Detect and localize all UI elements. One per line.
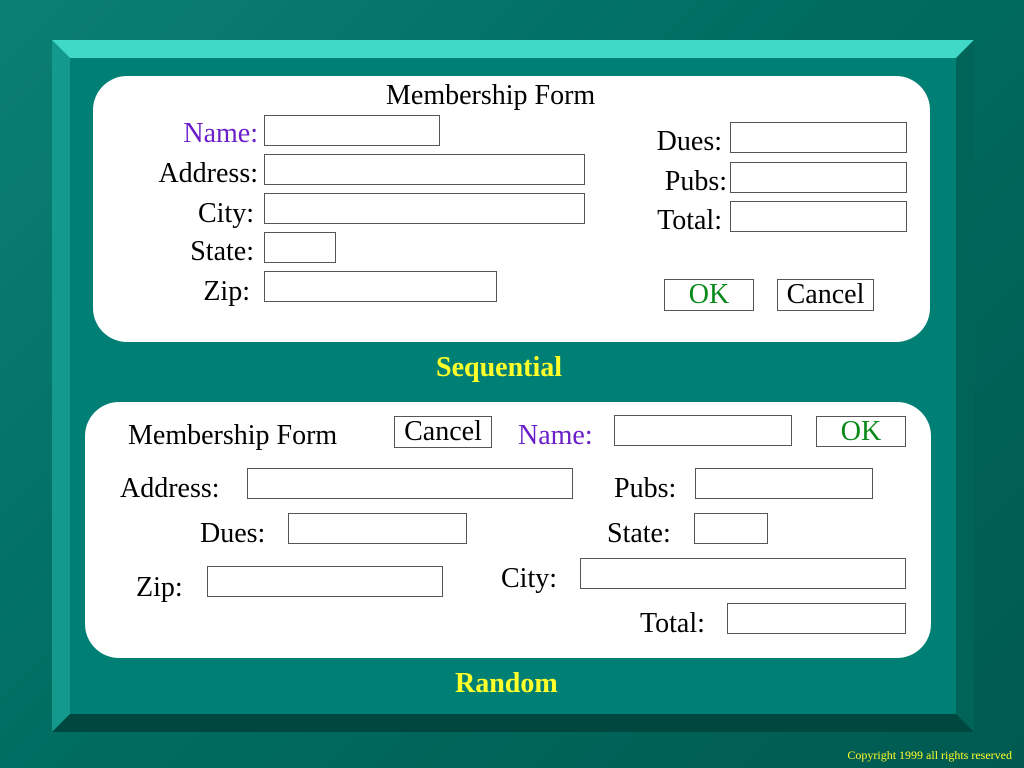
frame-bevel-bottom (52, 714, 974, 732)
sequential-address-label: Address: (158, 158, 258, 189)
sequential-city-input[interactable] (264, 193, 585, 224)
random-dues-label: Dues: (200, 518, 266, 549)
random-total-label: Total: (640, 608, 705, 639)
sequential-name-input[interactable] (264, 115, 440, 146)
frame-bevel-right (956, 40, 974, 732)
sequential-dues-label: Dues: (656, 126, 722, 157)
sequential-pubs-input[interactable] (730, 162, 907, 193)
random-pubs-label: Pubs: (614, 473, 677, 504)
random-zip-input[interactable] (207, 566, 443, 597)
frame-bevel-left (52, 40, 70, 732)
copyright-notice: Copyright 1999 all rights reserved (847, 748, 1012, 762)
random-name-input[interactable] (614, 415, 792, 446)
random-form-title: Membership Form (128, 420, 338, 451)
random-city-input[interactable] (580, 558, 906, 589)
random-state-input[interactable] (694, 513, 768, 544)
sequential-zip-input[interactable] (264, 271, 497, 302)
sequential-pubs-label: Pubs: (664, 166, 727, 197)
sequential-state-input[interactable] (264, 232, 336, 263)
random-state-label: State: (607, 518, 671, 549)
random-zip-label: Zip: (136, 572, 183, 603)
sequential-total-label: Total: (657, 205, 722, 236)
sequential-ok-button[interactable]: OK (664, 279, 754, 311)
random-total-input[interactable] (727, 603, 906, 634)
sequential-form-title: Membership Form (386, 80, 596, 111)
sequential-city-label: City: (197, 198, 254, 229)
random-pubs-input[interactable] (695, 468, 873, 499)
frame-bevel-top (52, 40, 974, 58)
sequential-total-input[interactable] (730, 201, 907, 232)
sequential-caption: Sequential (436, 352, 563, 383)
sequential-cancel-button[interactable]: Cancel (777, 279, 874, 311)
sequential-zip-label: Zip: (203, 276, 250, 307)
random-dues-input[interactable] (288, 513, 467, 544)
random-cancel-button[interactable]: Cancel (394, 416, 492, 448)
sequential-dues-input[interactable] (730, 122, 907, 153)
sequential-name-label: Name: (183, 118, 258, 149)
random-name-label: Name: (518, 420, 593, 451)
sequential-address-input[interactable] (264, 154, 585, 185)
random-city-label: City: (501, 563, 558, 594)
random-ok-button[interactable]: OK (816, 416, 906, 447)
random-address-label: Address: (120, 473, 220, 504)
random-address-input[interactable] (247, 468, 573, 499)
sequential-state-label: State: (190, 236, 254, 267)
random-caption: Random (455, 668, 558, 699)
